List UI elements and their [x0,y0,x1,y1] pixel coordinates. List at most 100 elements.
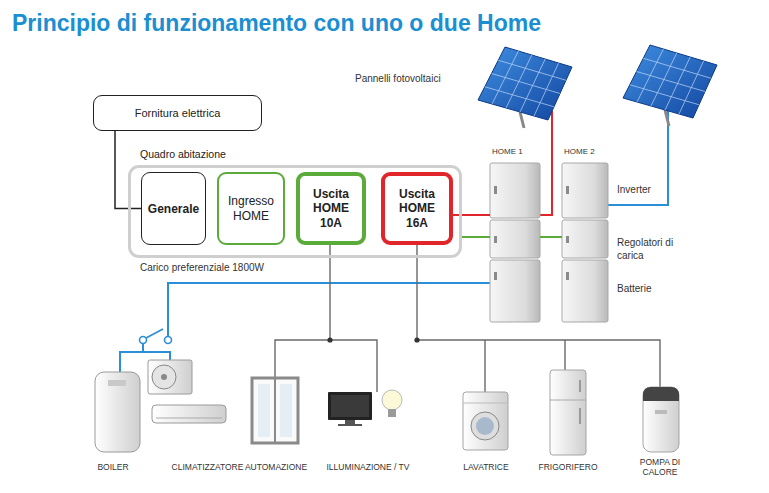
window-icon [252,378,298,443]
node-text: HOME 1 [492,147,523,156]
window-icon [274,378,276,443]
heat-pump-icon [643,387,679,452]
switch-symbol [165,337,172,344]
boiler-icon [95,372,140,452]
fridge-icon [550,370,586,455]
boiler-icon [108,380,126,386]
tv-icon [331,395,369,417]
tv-icon [338,424,362,426]
part-label: Inverter [617,184,651,197]
appliance-label: FRIGORIFERO [534,462,602,472]
home-cabinet [562,220,608,258]
cabinet-vent [566,272,569,280]
home-unit: HOME 1 [490,147,540,322]
appliance-label: LAVATRICE [454,462,518,472]
switch-symbol [146,329,163,338]
cabinet-vent [494,236,497,243]
washing-machine-icon [476,417,494,435]
home-cabinet [490,163,608,322]
home-cabinet [490,220,540,258]
cabinet-vent [494,186,569,280]
air-conditioner-icon [148,360,226,423]
cabinet-vent [494,186,497,194]
tv-icon [328,392,372,426]
part-label: Pannelli fotovoltaici [355,73,441,86]
node-text: Uscita HOME 10A [308,187,354,230]
node-text: Fornitura elettrica [135,107,221,119]
part-label: Regolatori di carica [617,237,679,262]
preferential-wire [142,344,144,353]
boiler-icon [95,372,140,452]
panel-board: Quadro abitazioneGeneraleIngresso HOMEUs… [128,165,462,258]
appliance-label: BOILER [88,462,138,472]
washing-machine-icon [471,412,499,440]
home-cabinet [490,260,540,322]
air-conditioner-icon [152,365,176,389]
fridge-icon [550,370,586,455]
switch-symbol [140,329,172,344]
part-label: Carico preferenziale 1800W [140,262,264,275]
junction-dot [327,337,419,342]
load-bus [275,245,660,392]
node-text: HOME 2 [564,147,595,156]
node-text: Generale [148,202,199,216]
fridge-icon [579,408,581,424]
wire-connector [462,236,490,238]
bulb-icon [382,390,402,410]
page-title: Principio di funzionamento con uno o due… [12,10,541,37]
air-conditioner-icon [161,374,167,380]
cabinet-vent [494,272,497,280]
node-text: Ingresso HOME [224,194,278,223]
load-bus [417,245,660,387]
appliance-label: CLIMATIZZATORE [160,462,255,472]
solar-panel [623,45,717,126]
supply-box: Fornitura elettrica [93,95,262,131]
part-label: Batterie [617,283,651,296]
appliance-label: AUTOMAZIONE [238,462,314,472]
bulb-icon [388,409,396,417]
cabinet-vent [566,186,569,194]
switch-symbol [140,337,147,344]
solar-panel [478,47,572,128]
home-cabinet [490,163,540,218]
wire-connector [540,236,562,238]
node-text: Uscita HOME 16A [394,187,440,230]
window-icon [280,384,292,437]
wire-connector [453,214,490,216]
air-conditioner-icon [148,360,192,394]
output-box: Uscita HOME 16A [381,172,453,245]
window-icon [252,378,298,443]
input-box: Ingresso HOME [217,172,285,245]
air-conditioner-icon [152,405,226,423]
cabinet-vent [566,236,569,243]
load-bus [484,340,485,392]
tv-icon [328,392,372,420]
home-unit: HOME 2 [562,147,608,322]
heat-pump-icon [643,387,679,401]
junction-dot [414,337,419,342]
dc-wire [540,111,552,215]
home-cabinet [562,163,608,218]
home-cabinet [562,260,608,322]
window-icon [258,384,270,437]
washing-machine-icon [463,403,508,404]
fridge-icon [579,380,581,392]
washing-machine-icon [463,392,508,450]
appliance-label: ILLUMINAZIONE / TV [318,462,418,472]
junction-dot [327,337,332,342]
heat-pump-icon [643,387,679,452]
breaker-box: Generale [141,172,206,245]
tv-icon [345,420,355,424]
preferential-wire [168,283,490,337]
load-bus [329,245,330,340]
heat-pump-icon [655,410,667,414]
preferential-wire [120,283,490,372]
output-box: Uscita HOME 10A [296,172,366,245]
air-conditioner-icon [156,418,222,419]
bulb-icon [382,390,402,417]
load-bus [564,340,565,370]
washing-machine-icon [463,392,508,450]
fridge-icon [550,400,586,401]
dc-wire [608,110,668,205]
